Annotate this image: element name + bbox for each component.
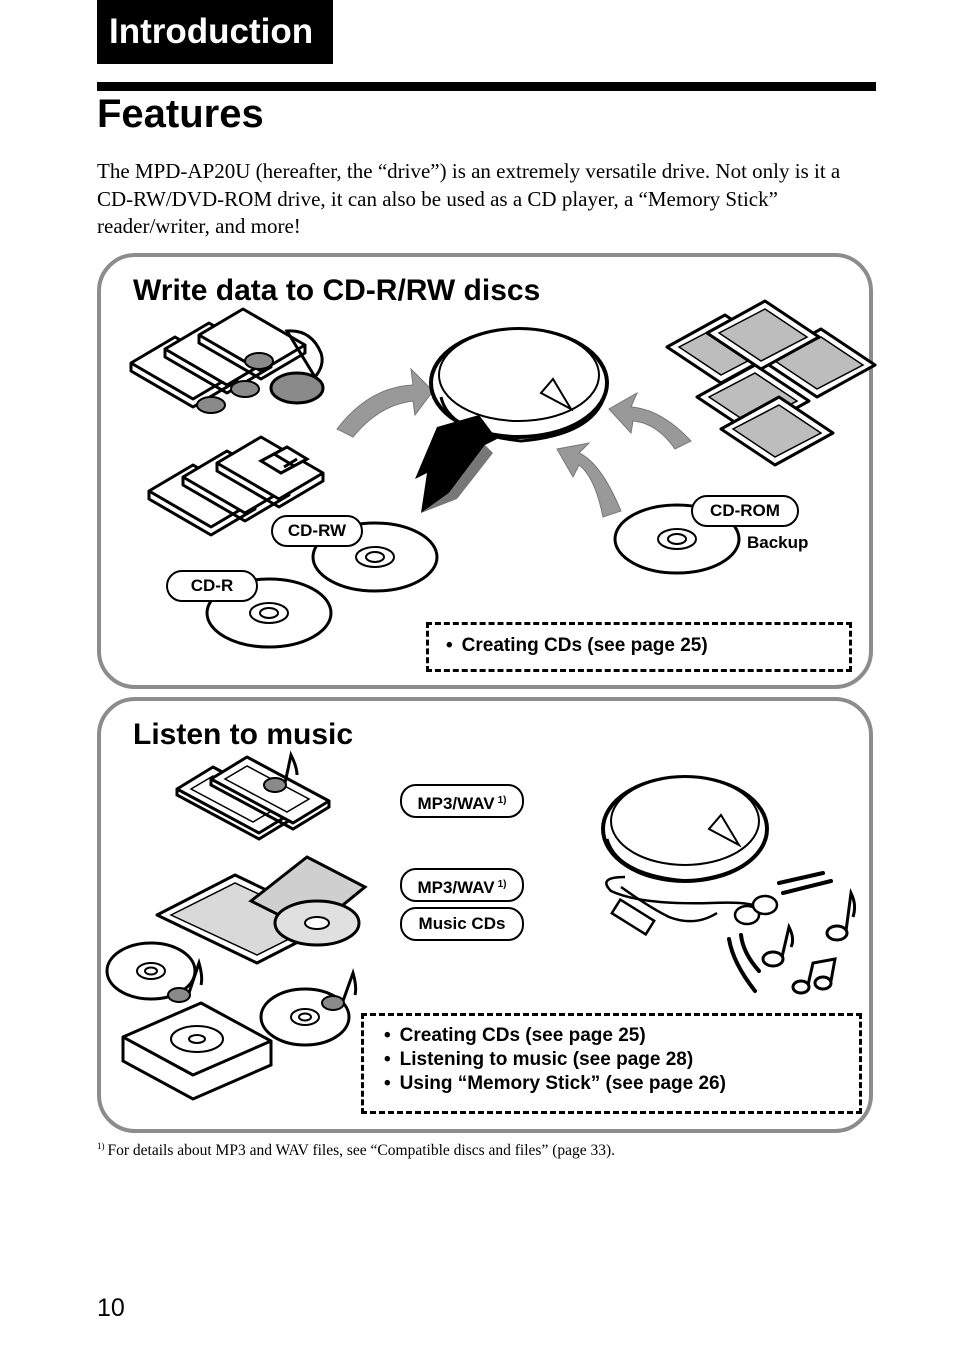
arrow-icon (336, 367, 434, 438)
label-cd-r: CD-R (166, 570, 258, 602)
panel-title-cd: Write data to CD-R/RW discs (133, 274, 541, 307)
music-note-icon (761, 887, 857, 995)
music-note-icon (321, 968, 358, 1011)
reference-item: Listening to music (see page 28) (384, 1048, 859, 1072)
footnote-mark: 1) (97, 1141, 105, 1151)
reference-item: Creating CDs (see page 25) (384, 1024, 859, 1048)
cd-writing-illustration (129, 299, 877, 649)
label-text: MP3/WAV (417, 794, 495, 813)
label-cd-rom: CD-ROM (691, 495, 799, 527)
cd-writing-panel: Write data to CD-R/RW discs (97, 253, 877, 689)
arrow-icon (608, 391, 692, 450)
reference-box-cd: Creating CDs (see page 25) (426, 622, 852, 672)
reference-item: Creating CDs (see page 25) (446, 634, 849, 658)
music-illustration (105, 750, 857, 1101)
photo-icon (665, 299, 877, 467)
panel-title-music: Listen to music (133, 718, 354, 751)
floppy-disk-icon (147, 435, 325, 537)
footnote-mark: 1) (497, 795, 507, 806)
page-number: 10 (97, 1294, 125, 1322)
label-cd-rw: CD-RW (271, 515, 363, 547)
label-music-cds: Music CDs (400, 907, 524, 941)
section-tab: Introduction (97, 0, 333, 64)
footnote: 1)For details about MP3 and WAV files, s… (97, 1141, 615, 1160)
intro-paragraph: The MPD-AP20U (hereafter, the “drive”) i… (97, 159, 841, 238)
headphones-icon (605, 875, 779, 937)
cd-jewel-case-icon (121, 1001, 273, 1101)
music-note-icon (167, 957, 204, 1003)
page-title: Features (97, 92, 264, 136)
music-panel: Listen to music (97, 697, 873, 1133)
reference-item: Using “Memory Stick” (see page 26) (384, 1072, 859, 1096)
cd-drive-icon (429, 327, 609, 443)
reference-box-music: Creating CDs (see page 25) Listening to … (361, 1013, 862, 1114)
footnote-text: For details about MP3 and WAV files, see… (107, 1142, 616, 1159)
title-rule (97, 82, 876, 91)
cd-drive-icon (601, 775, 769, 883)
music-note-icon (196, 329, 325, 414)
label-backup: Backup (747, 533, 809, 552)
cd-jewel-case-icon (155, 855, 368, 965)
label-text: MP3/WAV (417, 878, 495, 897)
memory-stick-icon (175, 750, 331, 841)
footnote-mark: 1) (497, 879, 507, 890)
arrow-icon (415, 415, 497, 513)
arrow-icon (556, 442, 622, 518)
